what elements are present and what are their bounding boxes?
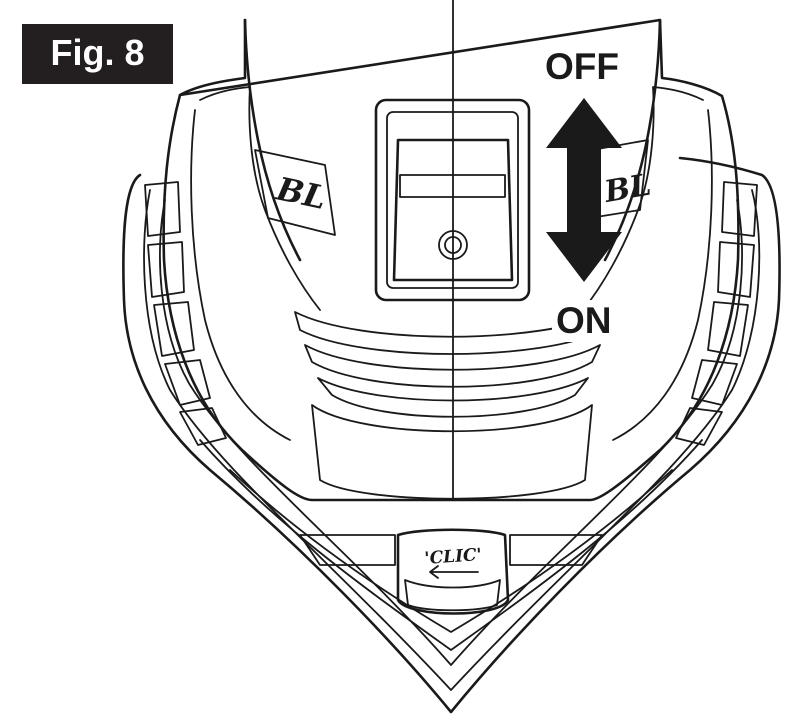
clic-badge-text: 'CLIC': [424, 545, 483, 569]
housing-inner-right: [612, 109, 713, 441]
clic-arrow-icon: [429, 565, 479, 579]
outer-base-shell: [122, 156, 781, 714]
neck-left: [243, 18, 302, 262]
double-arrow-icon: [546, 98, 622, 282]
switch-bezel: [374, 98, 531, 302]
svg-text:BL: BL: [272, 169, 329, 217]
housing-face-right: [582, 86, 704, 311]
base-rim-2: [159, 199, 743, 666]
lower-grille: [311, 404, 593, 500]
switch-recess: [386, 111, 519, 289]
figure-label: Fig. 8: [50, 32, 145, 73]
release-slot-left: [299, 534, 396, 566]
figure-label-box: [22, 24, 173, 84]
left-grip-ribs: [144, 181, 227, 446]
base-rim-1: [143, 189, 761, 691]
base-rim-3: [199, 439, 703, 651]
bl-logo-left: BL: [254, 149, 336, 236]
switch-off-label: OFF: [541, 46, 623, 88]
battery-release-button[interactable]: [396, 528, 510, 615]
switch-indicator-inner: [444, 236, 462, 254]
base-rim-4: [229, 469, 673, 633]
vent-slot-lower: [317, 377, 589, 418]
switch-indicator-outer: [438, 230, 468, 260]
switch-on-label: ON: [552, 300, 616, 342]
housing-outer: [162, 18, 740, 502]
switch-top-slot: [399, 174, 506, 198]
switch-rocker[interactable]: [392, 138, 514, 282]
svg-text:BL: BL: [601, 167, 654, 210]
housing-face-left: [199, 86, 321, 311]
release-slot-right: [509, 534, 603, 566]
vent-slot-middle: [304, 344, 601, 388]
bl-logo-right: BL: [589, 139, 654, 219]
housing-inner-left: [190, 109, 291, 441]
battery-release-inner: [404, 579, 501, 612]
right-grip-ribs: [675, 181, 758, 446]
